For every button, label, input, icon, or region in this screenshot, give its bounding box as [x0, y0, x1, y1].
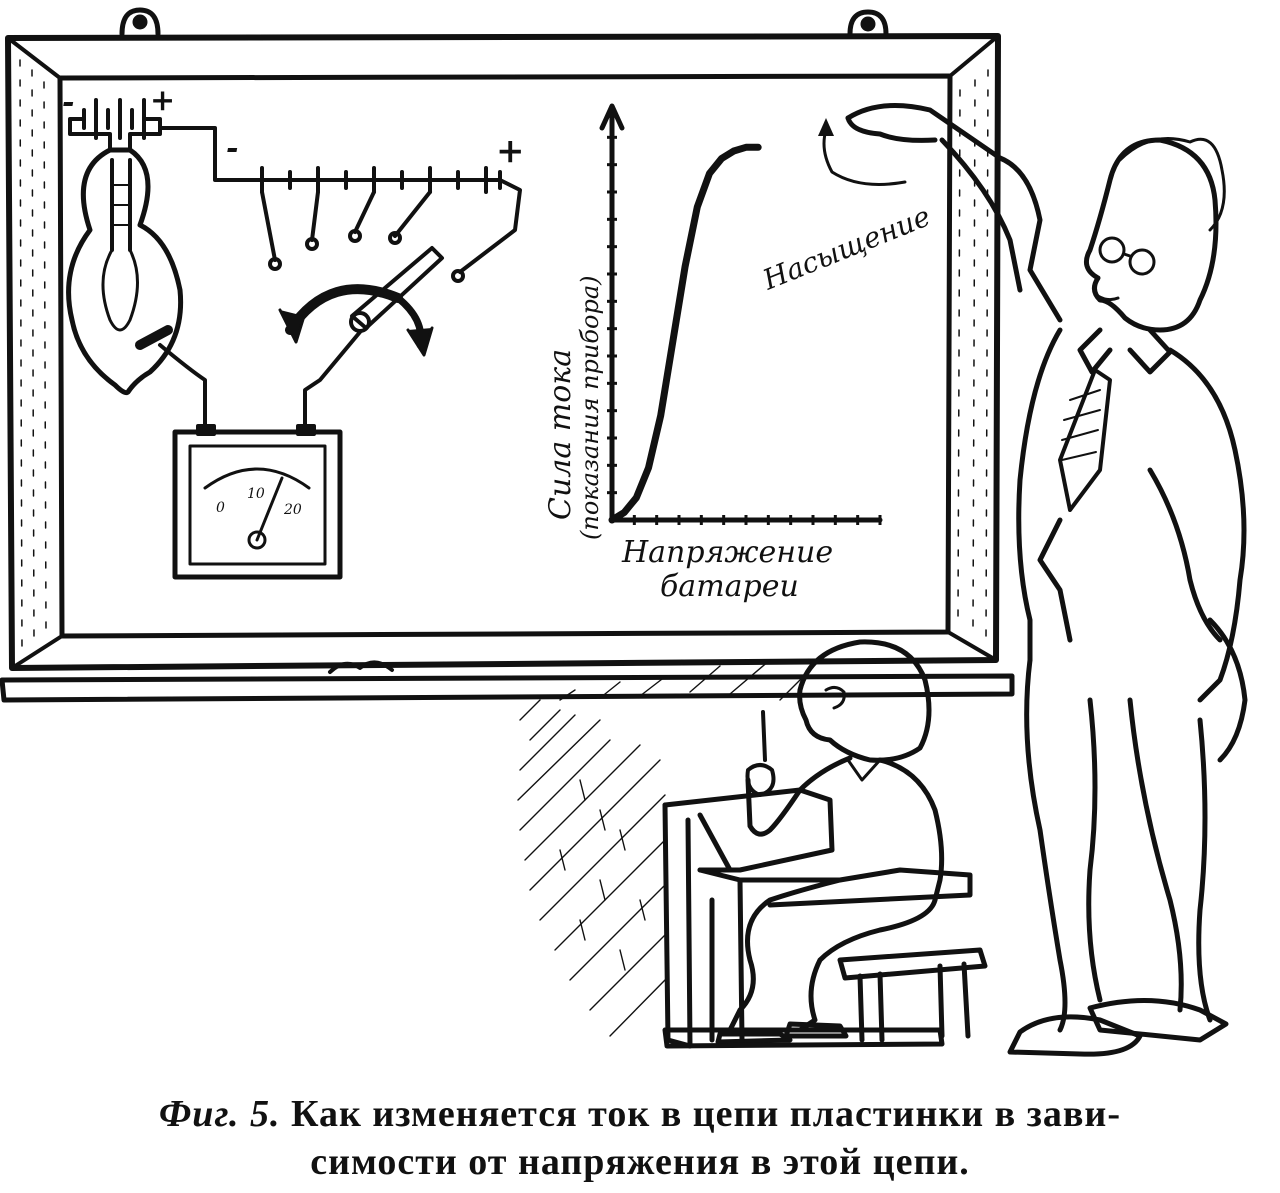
x-axis-ticks [632, 515, 882, 525]
saturation-graph: Сила тока (показания прибора) Напряжение… [543, 103, 935, 604]
blackboard-frame [5, 33, 1001, 671]
meter-scale-label: 10 [247, 486, 265, 502]
student-desk [662, 787, 988, 1049]
hanging-rings [119, 7, 889, 37]
shadow-hatching [517, 659, 811, 1037]
filament-plus-sign: + [150, 83, 175, 118]
circuit-diagram [66, 98, 522, 580]
battery-minus-sign: - [226, 131, 238, 166]
x-axis-label: Напряжение [621, 535, 833, 570]
y-axis-ticks [607, 135, 617, 495]
meter-scale-label: 20 [283, 502, 302, 518]
illustration: - + - + 0 10 20 Сила тока (показания при… [0, 7, 1248, 1057]
annotation-arrow [822, 128, 907, 186]
saturation-annotation: Насыщение [757, 199, 935, 296]
battery-plus-sign: + [496, 131, 525, 171]
meter-scale-label: 0 [216, 500, 225, 516]
figure-label: Фиг. 5. [159, 1093, 281, 1135]
y-axis-sublabel: (показания прибора) [576, 275, 604, 540]
figure-caption: Фиг. 5. Как изменяется ток в цепи пласти… [0, 1090, 1280, 1186]
annotation-arrow-head [818, 118, 834, 136]
current-curve [608, 143, 762, 524]
x-axis-sublabel: батареи [660, 569, 799, 604]
caption-line-1: Как изменяется ток в цепи пластинки в за… [280, 1093, 1121, 1135]
y-axis-arrow [599, 103, 625, 131]
y-axis-label: Сила тока [543, 349, 578, 520]
graph-axes [599, 103, 883, 523]
meter-scale: 0 10 20 [216, 486, 302, 518]
polarity-signs: - + - + [62, 83, 525, 171]
chalk-ledge [0, 660, 1015, 703]
teacher-figure [845, 103, 1248, 1057]
filament-minus-sign: - [62, 85, 74, 120]
caption-line-2: симости от напряжения в этой цепи. [310, 1141, 970, 1183]
